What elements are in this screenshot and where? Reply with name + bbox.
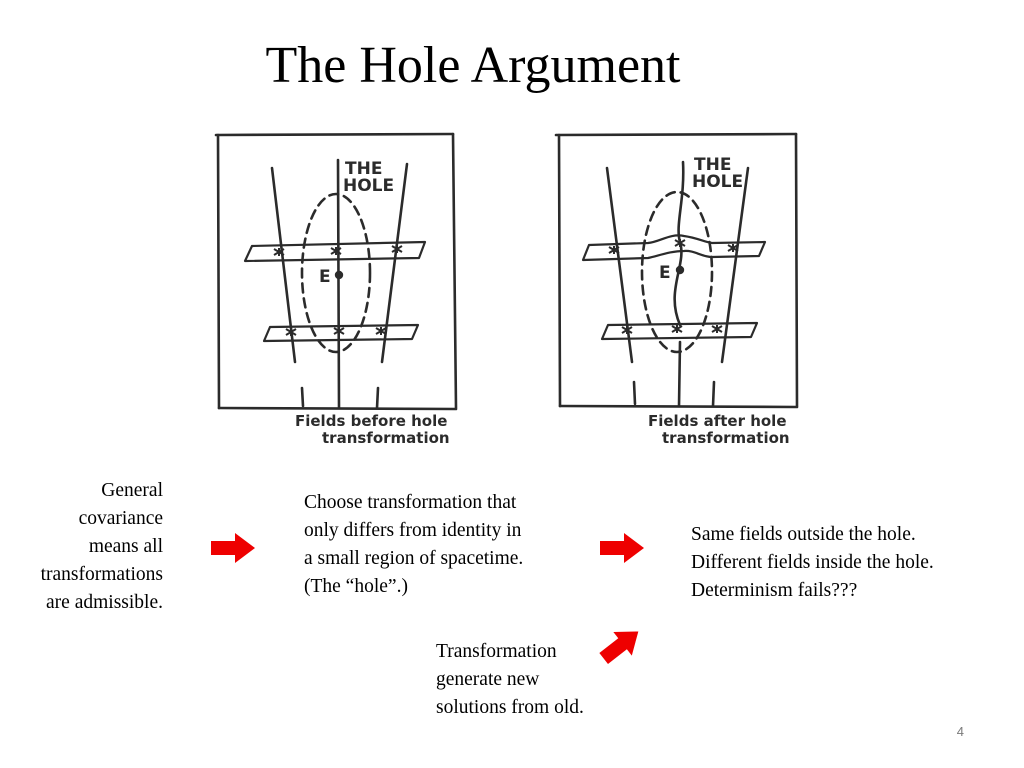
- choose-transformation-text: Choose transformation that only differs …: [304, 492, 524, 597]
- caption-line2: transformation: [662, 429, 790, 447]
- slide-number: 4: [956, 724, 964, 739]
- red-arrow-icon: [599, 631, 639, 665]
- event-point: [675, 265, 685, 275]
- panel-after-hole-transformation: THE HOLE E Fields after hole transformat…: [552, 130, 802, 450]
- hole-label-line2: HOLE: [692, 172, 743, 192]
- hole-sketch-after: THE HOLE E Fields after hole transformat…: [554, 132, 799, 447]
- red-arrow-icon: [211, 533, 255, 563]
- new-solutions-text: Transformation generate new solutions fr…: [436, 641, 584, 718]
- caption-line1: Fields before hole: [295, 412, 447, 430]
- caption-line1: Fields after hole: [648, 412, 787, 430]
- general-covariance-text: General covariance means all transformat…: [40, 480, 163, 613]
- event-label: E: [319, 267, 331, 287]
- hole-label-line2: HOLE: [343, 176, 394, 196]
- event-label: E: [659, 263, 671, 283]
- hole-sketch-before: THE HOLE E Fields before hole transforma…: [214, 132, 458, 447]
- hole-label-line1: THE: [345, 159, 382, 179]
- result-text: Same fields outside the hole. Different …: [691, 524, 934, 601]
- event-point: [334, 270, 344, 280]
- red-arrow-icon: [600, 533, 644, 563]
- slide-title: The Hole Argument: [265, 37, 681, 94]
- panel-before-hole-transformation: THE HOLE E Fields before hole transforma…: [210, 130, 460, 450]
- caption-line2: transformation: [322, 429, 450, 447]
- hole-label-line1: THE: [694, 155, 731, 175]
